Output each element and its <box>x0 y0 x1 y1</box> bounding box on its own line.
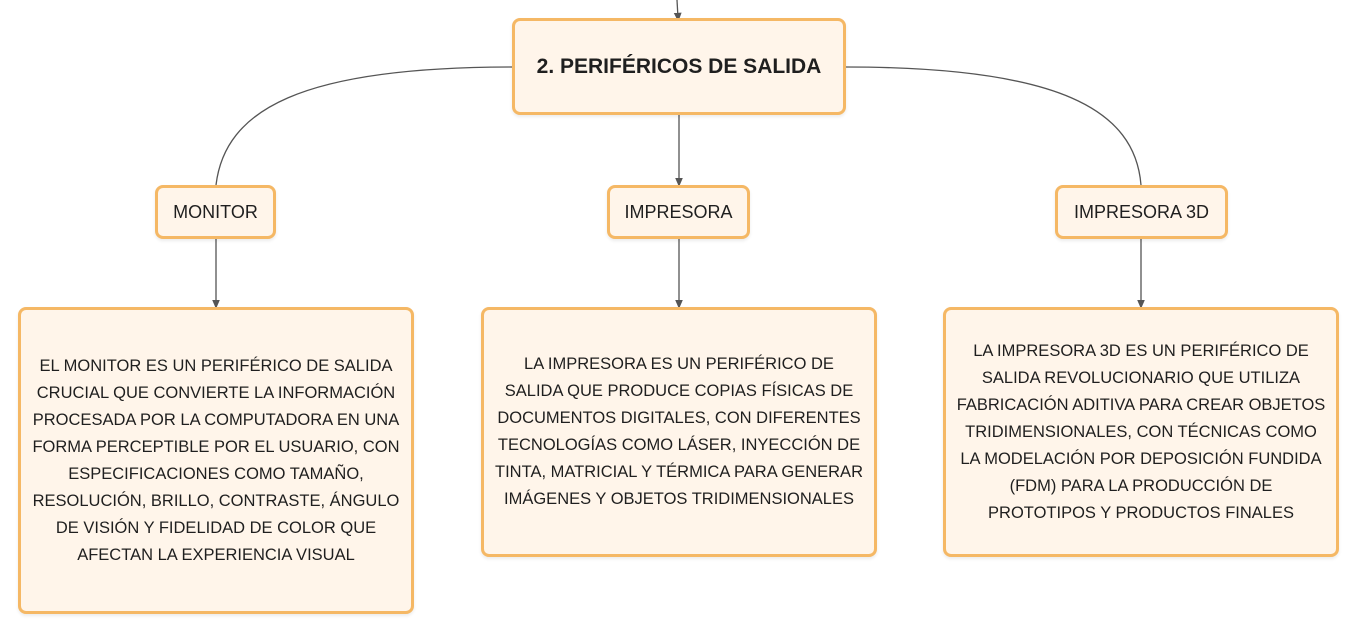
desc-monitor-text: EL MONITOR ES UN PERIFÉRICO DE SALIDA CR… <box>32 356 400 564</box>
desc-impresora-3d-text: LA IMPRESORA 3D ES UN PERIFÉRICO DE SALI… <box>956 341 1326 522</box>
node-impresora-3d-label: IMPRESORA 3D <box>1073 201 1210 222</box>
connector-incoming <box>673 0 682 22</box>
connector-root-3d <box>845 66 1142 186</box>
node-monitor[interactable]: MONITOR <box>155 185 276 239</box>
root-label: 2. PERIFÉRICOS DE SALIDA <box>536 54 822 78</box>
desc-impresora-text: LA IMPRESORA ES UN PERIFÉRICO DE SALIDA … <box>495 355 863 508</box>
desc-monitor[interactable]: EL MONITOR ES UN PERIFÉRICO DE SALIDA CR… <box>18 307 414 614</box>
node-monitor-label: MONITOR <box>173 201 258 222</box>
desc-impresora-3d[interactable]: LA IMPRESORA 3D ES UN PERIFÉRICO DE SALI… <box>943 307 1339 557</box>
desc-impresora[interactable]: LA IMPRESORA ES UN PERIFÉRICO DE SALIDA … <box>481 307 877 557</box>
connector-root-monitor <box>215 66 513 186</box>
node-impresora-3d[interactable]: IMPRESORA 3D <box>1055 185 1228 239</box>
root-node[interactable]: 2. PERIFÉRICOS DE SALIDA <box>512 18 846 115</box>
node-impresora-label: IMPRESORA <box>624 201 733 222</box>
node-impresora[interactable]: IMPRESORA <box>607 185 750 239</box>
